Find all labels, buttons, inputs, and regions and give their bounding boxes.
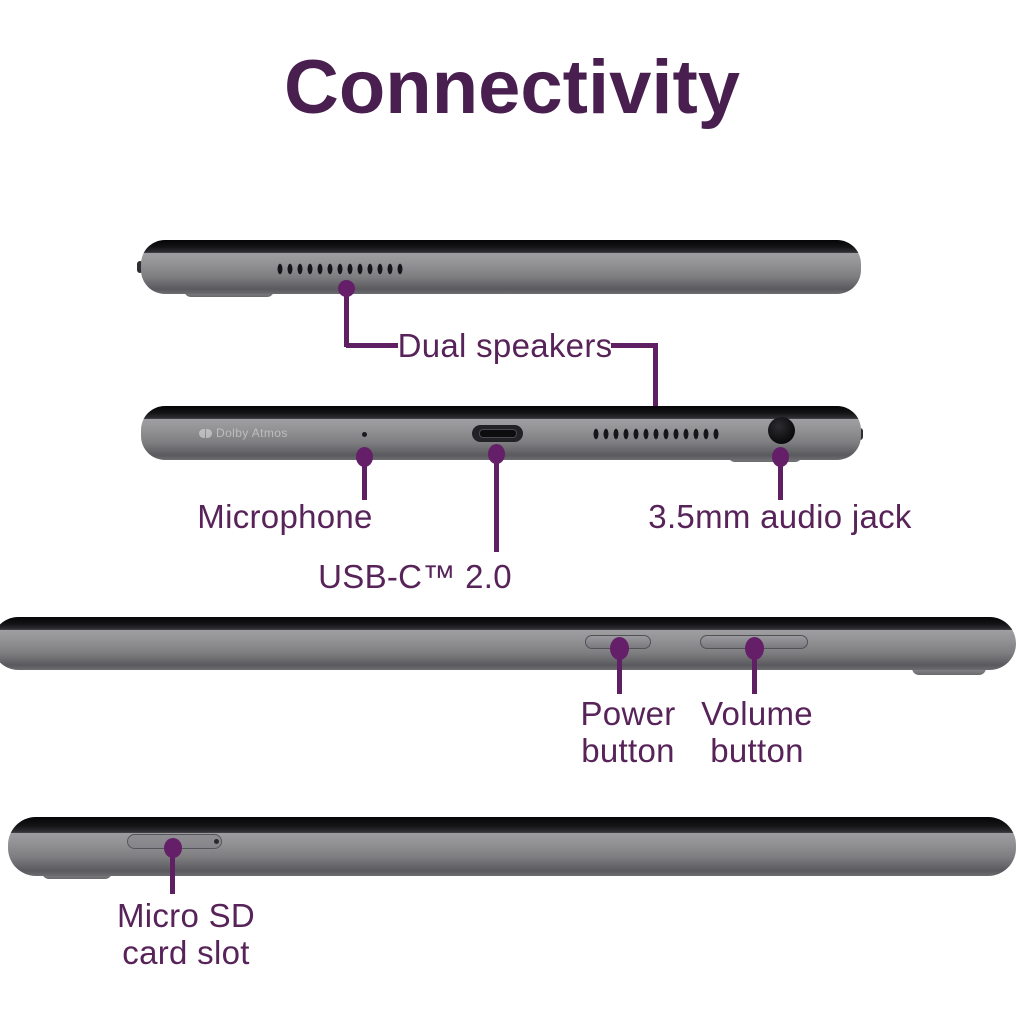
volume-button-label-line1: Volume: [701, 695, 813, 732]
power-button-callout-line: [617, 650, 622, 694]
micro-sd-callout-dot: [164, 838, 182, 858]
power-button-callout-dot: [610, 637, 629, 660]
power-button-label: Power button: [580, 695, 675, 769]
tablet-edge-view-1: [141, 240, 861, 294]
usb-c-port: [472, 425, 523, 442]
usb-c-label: USB-C™ 2.0: [318, 558, 512, 595]
dolby-atmos-branding: Dolby Atmos: [199, 426, 288, 440]
micro-sd-callout-line: [170, 850, 175, 894]
microphone-callout-line: [362, 458, 367, 500]
tablet1-screen-edge: [141, 240, 861, 253]
dual-speakers-label: Dual speakers: [397, 327, 613, 364]
dual-speakers-callout-line-right-h: [611, 343, 658, 348]
audio-jack-port: [768, 417, 795, 444]
page-title: Connectivity: [283, 45, 741, 130]
audio-jack-callout-dot: [772, 447, 789, 467]
dolby-double-d-icon: [199, 428, 212, 438]
sd-tray-pinhole: [214, 839, 219, 844]
tablet3-screen-edge: [0, 617, 1016, 630]
audio-jack-callout-line: [778, 458, 783, 500]
micro-sd-label-line2: card slot: [122, 934, 250, 971]
audio-jack-label: 3.5mm audio jack: [648, 498, 912, 535]
usb-c-callout-line: [494, 454, 499, 552]
tablet1-speaker-grille: [275, 261, 405, 277]
tablet2-speaker-grille: [591, 426, 721, 442]
tablet-edge-view-4: [8, 817, 1016, 876]
microphone-callout-dot: [356, 447, 373, 467]
usb-c-callout-dot: [488, 444, 505, 464]
tablet4-screen-edge: [8, 817, 1016, 833]
usb-c-port-inner: [478, 429, 517, 438]
tablet2-screen-edge: [141, 406, 861, 419]
tablet1-edge-nub: [137, 261, 143, 273]
dual-speakers-callout-dot-left: [338, 280, 355, 297]
microphone-label: Microphone: [197, 498, 373, 535]
microphone-hole: [362, 432, 367, 437]
tablet3-camera-bump: [912, 666, 986, 675]
dual-speakers-callout-line-left-v: [344, 287, 349, 347]
volume-button-callout-dot: [745, 637, 764, 660]
dual-speakers-callout-line-right-v: [653, 343, 658, 417]
tablet-edge-view-3: [0, 617, 1016, 670]
power-button-label-line2: button: [581, 732, 675, 769]
micro-sd-label-line1: Micro SD: [116, 897, 256, 934]
power-button-label-line1: Power: [580, 695, 676, 732]
dual-speakers-callout-line-left-h: [346, 343, 398, 348]
volume-button-label: Volume button: [701, 695, 813, 769]
volume-button-label-line2: button: [710, 732, 804, 769]
micro-sd-label: Micro SD card slot: [117, 897, 255, 971]
dolby-atmos-text: Dolby Atmos: [216, 426, 288, 440]
volume-button-callout-line: [752, 650, 757, 694]
